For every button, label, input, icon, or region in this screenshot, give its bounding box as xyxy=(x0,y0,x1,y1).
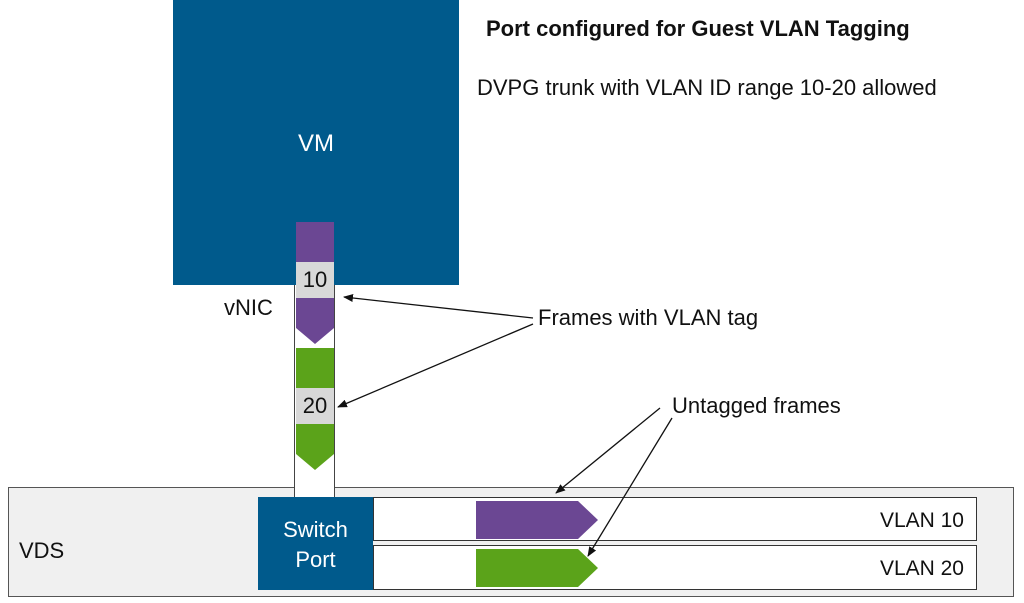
tagged-frame-vlan-20: 20 xyxy=(296,348,334,470)
untagged-frame-vlan-10 xyxy=(476,501,598,539)
untagged-frame-vlan-20 xyxy=(476,549,598,587)
diagram-title: Port configured for Guest VLAN Tagging xyxy=(486,16,910,41)
switch-port-label-line2: Port xyxy=(295,547,336,572)
vlan-20-label: VLAN 20 xyxy=(879,557,964,580)
frame-header xyxy=(296,348,334,388)
vnic-label: vNIC xyxy=(224,295,273,320)
arrow-to-untagged-vlan-10 xyxy=(555,407,661,494)
tagged-frame-vlan-10: 10 xyxy=(296,222,334,344)
vlan-10-label: VLAN 10 xyxy=(879,509,964,532)
annotation-tagged-frames: Frames with VLAN tag xyxy=(538,305,759,330)
vlan-tag-10: 10 xyxy=(296,262,334,298)
frame-tail-arrow xyxy=(296,424,334,470)
frame-tail-arrow xyxy=(296,298,334,344)
annotation-untagged-frames: Untagged frames xyxy=(672,393,841,418)
switch-port-label-line1: Switch xyxy=(283,517,348,542)
arrow-to-tag-20 xyxy=(337,323,534,408)
vm-label: VM xyxy=(298,130,334,157)
vlan-10-lane: VLAN 10 xyxy=(373,497,977,541)
vlan-tag-20: 20 xyxy=(296,388,334,424)
arrow-to-tag-10 xyxy=(343,294,534,319)
vlan-20-lane: VLAN 20 xyxy=(373,545,977,590)
vds-label: VDS xyxy=(19,538,65,563)
frame-header xyxy=(296,222,334,262)
diagram-subtitle: DVPG trunk with VLAN ID range 10-20 allo… xyxy=(477,75,937,100)
switch-port: Switch Port xyxy=(258,497,373,590)
